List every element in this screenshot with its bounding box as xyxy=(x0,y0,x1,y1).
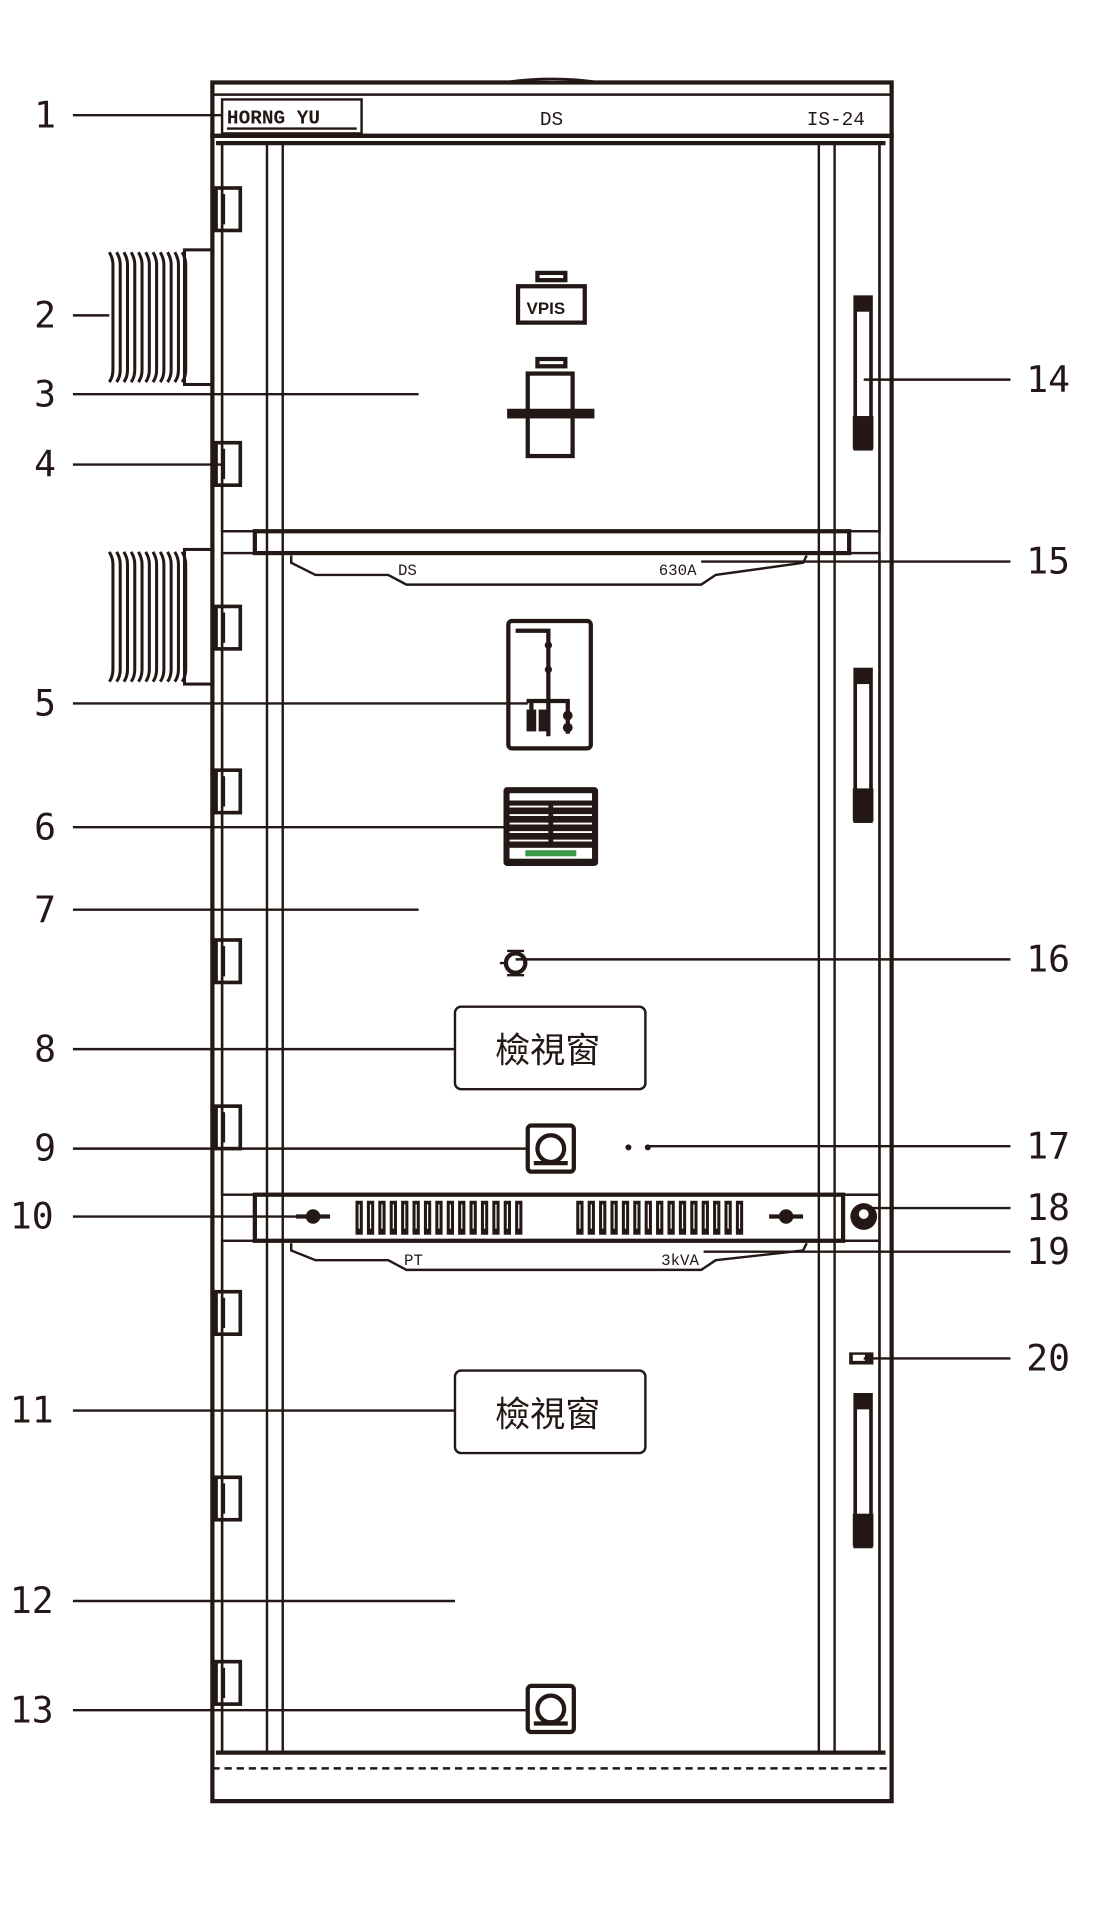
callout-number: 18 xyxy=(1026,1186,1070,1229)
door-lock-icon xyxy=(525,1123,576,1174)
callout-20: 20 xyxy=(863,1337,1070,1380)
callout-number: 1 xyxy=(34,93,56,136)
vpis-indicator: VPIS xyxy=(515,270,587,325)
operating-shaft-icon xyxy=(499,949,528,977)
callout-8: 8 xyxy=(34,1027,455,1070)
cable-bellows-upper xyxy=(107,248,214,387)
callout-19: 19 xyxy=(703,1230,1070,1273)
callout-16: 16 xyxy=(515,938,1070,981)
callout-5: 5 xyxy=(34,682,528,725)
model-label: IS-24 xyxy=(807,109,865,131)
callout-number: 9 xyxy=(34,1127,56,1170)
callout-4: 4 xyxy=(34,443,225,486)
callout-number: 17 xyxy=(1026,1124,1070,1167)
callout-number: 11 xyxy=(10,1389,54,1432)
panel-type-label: DS xyxy=(540,109,563,131)
hinge-icon xyxy=(214,1659,243,1706)
callout-number: 10 xyxy=(10,1195,54,1238)
hinge-icon xyxy=(214,1475,243,1522)
separator-bar xyxy=(252,529,852,556)
door-handle[interactable] xyxy=(852,295,874,451)
nameplate-rating: 3kVA xyxy=(661,1252,699,1270)
voltage-detector xyxy=(507,356,595,459)
callout-1: 1 xyxy=(34,93,223,136)
hinge-icon xyxy=(214,1289,243,1336)
window-label: 檢視窗 xyxy=(495,1394,600,1435)
upper-door xyxy=(220,141,881,533)
nameplate-rating: 630A xyxy=(659,562,697,580)
vpis-label: VPIS xyxy=(527,299,566,318)
rating-plate xyxy=(503,787,599,867)
hinge-icon xyxy=(214,938,243,985)
callout-15: 15 xyxy=(701,540,1070,583)
callout-2: 2 xyxy=(34,293,110,336)
hinge-icon xyxy=(214,186,243,233)
callout-13: 13 xyxy=(10,1688,528,1731)
hinge-icon xyxy=(214,1104,243,1151)
callout-18: 18 xyxy=(863,1186,1070,1229)
callout-number: 7 xyxy=(34,888,56,931)
indicator-dots xyxy=(625,1144,651,1151)
window-label: 檢視窗 xyxy=(495,1030,600,1071)
callout-number: 20 xyxy=(1026,1337,1070,1380)
middle-nameplate: DS 630A xyxy=(290,554,808,586)
callout-number: 3 xyxy=(34,372,56,415)
callout-number: 15 xyxy=(1026,540,1070,583)
nameplate-type: DS xyxy=(398,562,417,580)
inspection-window-middle: 檢視窗 xyxy=(453,1005,647,1091)
nameplate-type: PT xyxy=(404,1252,423,1270)
callout-7: 7 xyxy=(34,888,419,931)
logo: HORNG YU xyxy=(220,98,363,135)
cable-bellows-lower xyxy=(107,547,214,686)
callout-17: 17 xyxy=(649,1124,1070,1167)
callout-12: 12 xyxy=(10,1579,455,1622)
bolt-right-icon xyxy=(769,1209,804,1224)
callout-number: 2 xyxy=(34,293,56,336)
door-lock-icon xyxy=(525,1683,576,1735)
callout-number: 8 xyxy=(34,1027,56,1070)
callout-6: 6 xyxy=(34,805,508,848)
middle-door xyxy=(220,551,881,1196)
top-header: HORNG YU DS IS-24 xyxy=(210,77,894,138)
callout-number: 14 xyxy=(1026,358,1070,401)
mimic-diagram xyxy=(506,618,593,751)
callout-number: 4 xyxy=(34,443,56,486)
ventilation-bar xyxy=(252,1192,881,1243)
callout-number: 16 xyxy=(1026,938,1070,981)
lower-nameplate: PT 3kVA xyxy=(290,1242,808,1272)
callout-11: 11 xyxy=(10,1389,455,1432)
callout-number: 19 xyxy=(1026,1230,1070,1273)
logo-text: HORNG YU xyxy=(227,108,320,130)
inspection-window-lower: 檢視窗 xyxy=(453,1369,647,1455)
callout-number: 6 xyxy=(34,805,56,848)
callout-14: 14 xyxy=(863,358,1070,401)
callout-10: 10 xyxy=(10,1195,314,1238)
hinge-icon xyxy=(214,604,243,651)
door-handle[interactable] xyxy=(852,1393,874,1549)
callout-number: 13 xyxy=(10,1688,54,1731)
callout-number: 5 xyxy=(34,682,56,725)
callout-9: 9 xyxy=(34,1127,528,1170)
callout-3: 3 xyxy=(34,372,419,415)
hinge-icon xyxy=(214,768,243,815)
interlock-icon xyxy=(849,1352,874,1365)
door-handle[interactable] xyxy=(852,667,874,823)
lower-door xyxy=(220,1239,881,1754)
cabinet-frame xyxy=(210,133,894,1804)
callout-number: 12 xyxy=(10,1579,54,1622)
